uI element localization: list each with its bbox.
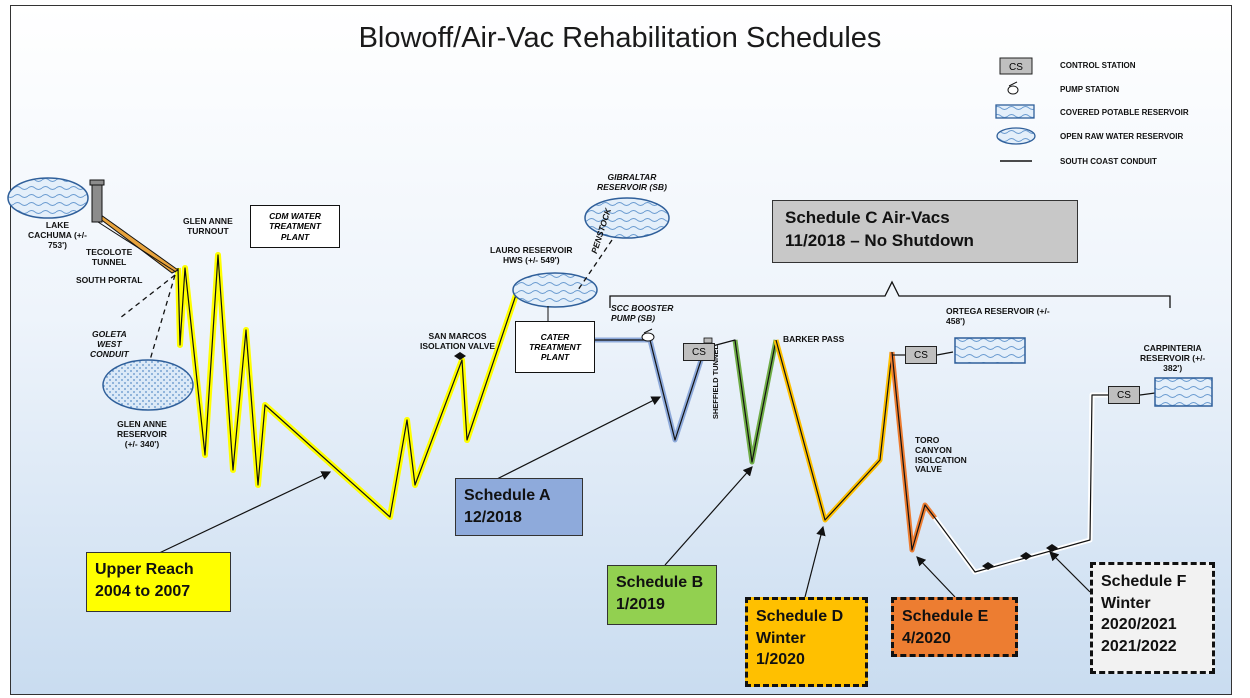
label-lauro-reservoir: LAURO RESERVOIR HWS (+/- 549') [490, 245, 573, 265]
control-station-barker: CS [683, 343, 715, 361]
pump-station-icon [641, 328, 655, 342]
legend-conduit-label: SOUTH COAST CONDUIT [1060, 157, 1157, 166]
schedule-d-arrow [804, 525, 826, 598]
glen-anne-reservoir [102, 359, 194, 411]
valve-icon-2 [1020, 552, 1032, 560]
valve-icon-1 [982, 562, 994, 570]
schedule-d-box: Schedule D Winter 1/2020 [745, 597, 868, 687]
label-scc-booster-pump: SCC BOOSTER PUMP (SB) [611, 303, 674, 323]
legend-control-station-label: CONTROL STATION [1060, 61, 1136, 70]
upper-reach-box: Upper Reach 2004 to 2007 [86, 552, 231, 612]
page-title: Blowoff/Air-Vac Rehabilitation Schedules [358, 22, 882, 54]
goleta-west-conduit [119, 274, 176, 319]
legend-covered-reservoir-label: COVERED POTABLE RESERVOIR [1060, 108, 1189, 117]
schedule-f-line [932, 392, 1108, 575]
san-marcos-valve-icon [454, 352, 466, 360]
control-station-carpinteria: CS [1108, 386, 1140, 404]
cdm-water-treatment-plant: CDM WATER TREATMENT PLANT [250, 205, 340, 248]
schedule-e-box: Schedule E 4/2020 [891, 597, 1018, 657]
lake-cachuma-reservoir [7, 177, 89, 219]
penstock-line [577, 239, 613, 291]
schedule-a-arrow [494, 396, 662, 481]
label-gibraltar-reservoir: GIBRALTAR RESERVOIR (SB) [597, 172, 667, 192]
label-goleta-west-conduit: GOLETA WEST CONDUIT [90, 329, 129, 359]
legend-control-station-icon [999, 57, 1033, 75]
label-barker-pass: BARKER PASS [783, 334, 845, 344]
legend-open-reservoir-icon [996, 127, 1036, 145]
cater-treatment-plant: CATER TREATMENT PLANT [515, 321, 595, 373]
tecolote-intake [91, 181, 103, 223]
carpinteria-reservoir [1154, 377, 1213, 407]
lauro-reservoir [512, 272, 598, 308]
label-toro-canyon-valve: TORO CANYON ISOLCATION VALVE [915, 435, 967, 475]
label-carpinteria-reservoir: CARPINTERIA RESERVOIR (+/- 382') [1140, 343, 1206, 373]
gibraltar-reservoir [584, 197, 670, 239]
legend-open-reservoir-label: OPEN RAW WATER RESERVOIR [1060, 132, 1184, 141]
label-tecolote-tunnel: TECOLOTE TUNNEL [86, 247, 133, 267]
ortega-reservoir [954, 337, 1026, 364]
legend-cs-text: CS [1009, 62, 1023, 73]
legend-pump-station-icon [1007, 81, 1019, 95]
valve-icon-3 [1046, 544, 1058, 552]
label-glen-anne-reservoir: GLEN ANNE RESERVOIR (+/- 340') [117, 419, 167, 449]
label-san-marcos-valve: SAN MARCOS ISOLATION VALVE [420, 331, 496, 351]
schedule-f-box: Schedule F Winter 2020/2021 2021/2022 [1090, 562, 1215, 674]
schedule-b-arrow [664, 466, 753, 566]
label-glen-anne-turnout: GLEN ANNE TURNOUT [183, 216, 233, 236]
control-station-ortega: CS [905, 346, 937, 364]
schedule-f-arrow [1049, 551, 1091, 593]
schedule-c-box: Schedule C Air-Vacs 11/2018 – No Shutdow… [772, 200, 1078, 263]
schedule-a-box: Schedule A 12/2018 [455, 478, 583, 536]
legend-pump-station-label: PUMP STATION [1060, 85, 1120, 94]
legend-covered-reservoir-icon [995, 104, 1035, 119]
label-ortega-reservoir: ORTEGA RESERVOIR (+/- 458') [946, 306, 1050, 326]
label-south-portal: SOUTH PORTAL [76, 275, 143, 285]
schedule-c-bracket [609, 280, 1171, 308]
schedule-b-box: Schedule B 1/2019 [607, 565, 717, 625]
schedule-e-arrow [916, 556, 956, 598]
upper-reach-arrow [154, 471, 332, 556]
label-lake-cachuma: LAKE CACHUMA (+/- 753') [28, 220, 87, 250]
schedule-d-line [773, 339, 895, 523]
